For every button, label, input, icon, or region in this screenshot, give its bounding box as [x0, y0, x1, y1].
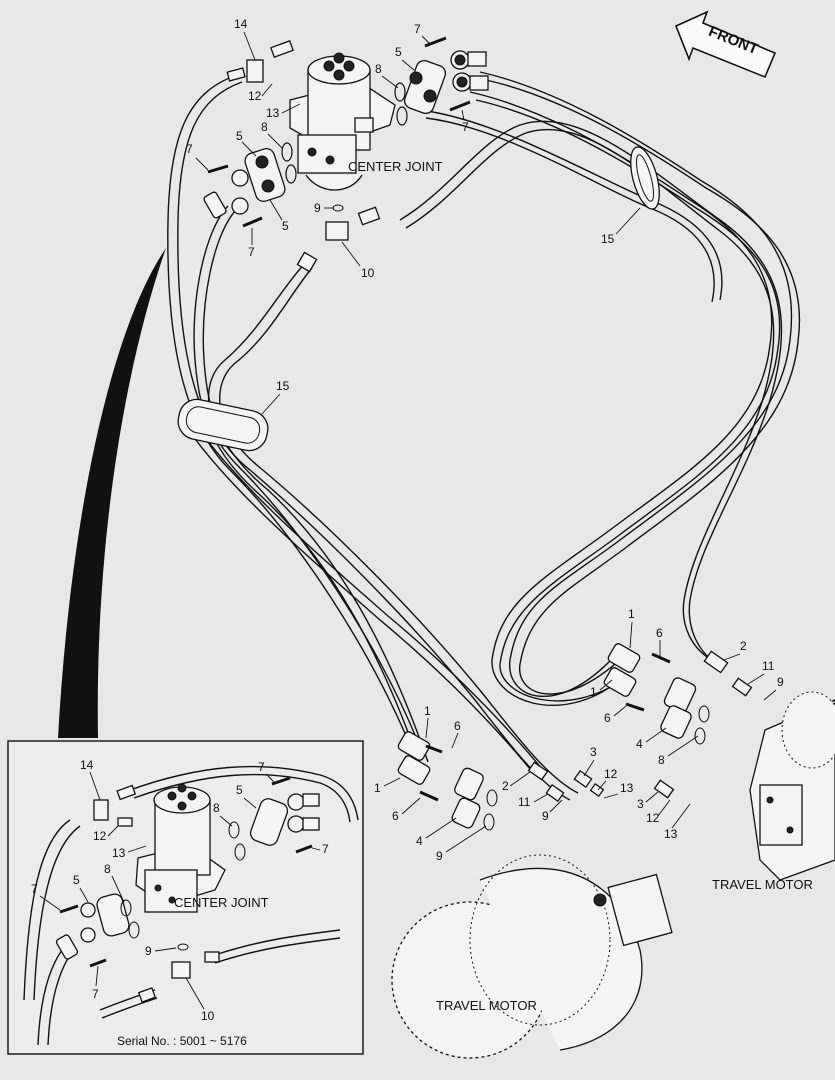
callout: 5: [236, 783, 243, 797]
left-motor-callouts: 1 6 1 2 3 12 13 11 9 6 4 9: [374, 704, 634, 863]
callout: 7: [258, 760, 265, 774]
right-motor-callouts: 1 6 2 1 11 9 6 4 8 3 12 13: [590, 607, 784, 841]
callout: 12: [604, 767, 618, 781]
callout: 5: [282, 219, 289, 233]
callout: 2: [740, 639, 747, 653]
callout: 8: [104, 862, 111, 876]
callout: 4: [416, 834, 423, 848]
callout: 7: [462, 120, 469, 134]
right-motor-fittings: [603, 643, 753, 799]
callout: 12: [248, 89, 262, 103]
callout: 11: [762, 659, 775, 673]
callout: 1: [374, 781, 381, 795]
callout: 9: [145, 944, 152, 958]
callout: 8: [375, 62, 382, 76]
callout: 13: [664, 827, 678, 841]
callout: 1: [628, 607, 635, 621]
callout: 9: [436, 849, 443, 863]
callout: 13: [112, 846, 126, 860]
hose-clamp-15-upper: [630, 146, 660, 210]
hose-bundle-right: [399, 71, 801, 706]
callout: 1: [590, 685, 597, 699]
callout: 8: [261, 120, 268, 134]
o-rings-8: [281, 82, 408, 184]
callout: 5: [73, 873, 80, 887]
callout: 2: [502, 779, 509, 793]
inset-center-joint-label: CENTER JOINT: [174, 895, 269, 910]
callout: 8: [213, 801, 220, 815]
callout: 1: [424, 704, 431, 718]
callout: 12: [93, 829, 107, 843]
callout: 7: [414, 22, 421, 36]
detail-leader-wedge: [58, 248, 166, 738]
left-motor-fittings: [397, 731, 605, 831]
center-joint-main: [289, 52, 396, 191]
callout: 5: [395, 45, 402, 59]
callout: 9: [542, 809, 549, 823]
serial-number-note: Serial No. : 5001 ~ 5176: [117, 1034, 247, 1048]
flange-5-upper-right: [403, 50, 489, 115]
callout: 7: [31, 882, 38, 896]
callout: 13: [620, 781, 634, 795]
callout: 7: [248, 245, 255, 259]
travel-motor-left-label: TRAVEL MOTOR: [436, 998, 537, 1013]
callout: 7: [322, 842, 329, 856]
callout: 10: [201, 1009, 215, 1023]
callout: 6: [604, 711, 611, 725]
callout: 14: [234, 17, 248, 31]
callout: 4: [636, 737, 643, 751]
callout: 15: [601, 232, 615, 246]
tee-fitting-14: [226, 40, 294, 83]
center-joint-label: CENTER JOINT: [348, 159, 443, 174]
detail-inset: CENTER JOINT 14 7 5 12 8 13 7 8 7 5 9 7 …: [7, 740, 364, 1055]
callout: 6: [392, 809, 399, 823]
callout: 7: [92, 987, 99, 1001]
callout: 9: [314, 201, 321, 215]
callout: 3: [590, 745, 597, 759]
callout: 6: [454, 719, 461, 733]
callout: 3: [637, 797, 644, 811]
callout: 14: [80, 758, 94, 772]
callout: 6: [656, 626, 663, 640]
callout: 8: [658, 753, 665, 767]
callout: 13: [266, 106, 280, 120]
main-callouts: 14 7 5 8 12 13 7 5 8 7 9 5 7 10 15 15: [186, 17, 641, 415]
flange-5-left: [203, 148, 286, 219]
travel-motor-right: [749, 691, 835, 881]
callout: 9: [777, 675, 784, 689]
callout: 7: [186, 142, 193, 156]
callout: 11: [518, 795, 531, 809]
callout: 12: [646, 811, 660, 825]
elbow-fitting-10: [296, 204, 381, 273]
travel-motor-right-label: TRAVEL MOTOR: [712, 877, 813, 892]
callout: 15: [276, 379, 290, 393]
callout: 10: [361, 266, 375, 280]
hose-clamp-15-lower: [177, 398, 269, 452]
travel-motor-left: [391, 854, 673, 1059]
bolts-7: [207, 36, 471, 228]
front-arrow: FRONT: [674, 10, 777, 79]
callout: 5: [236, 129, 243, 143]
